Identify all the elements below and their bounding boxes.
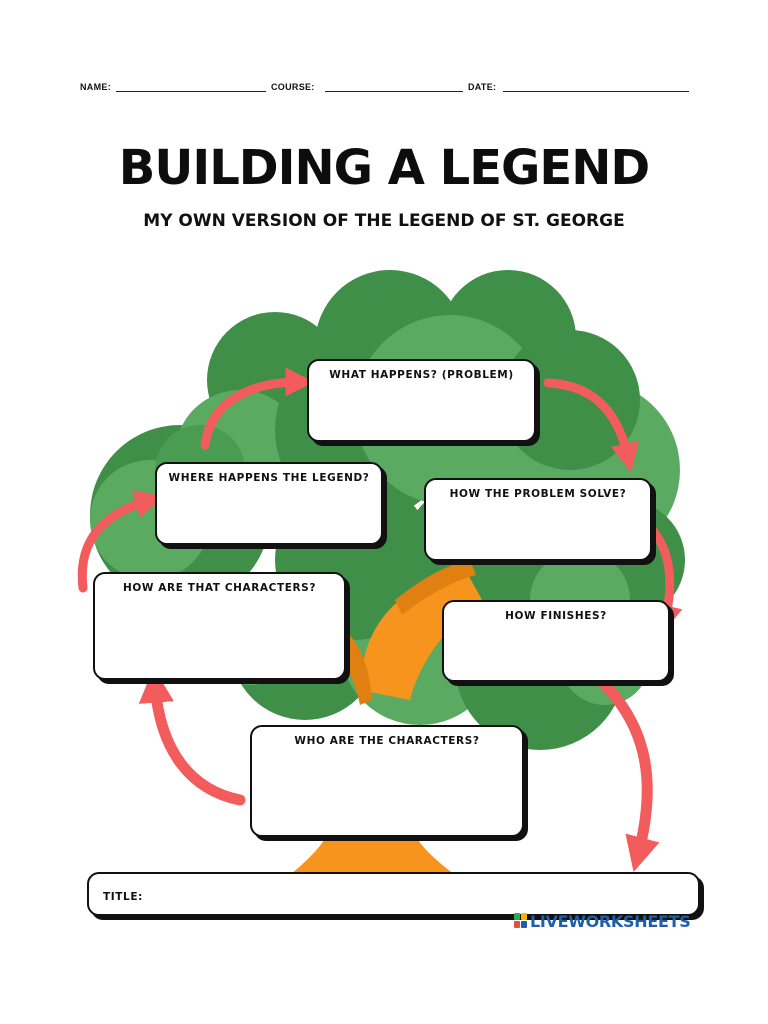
box-where-happens[interactable]: WHERE HAPPENS THE LEGEND? bbox=[155, 462, 383, 545]
name-label: NAME: bbox=[80, 82, 111, 92]
box-how-finishes[interactable]: HOW FINISHES? bbox=[442, 600, 670, 682]
course-line[interactable] bbox=[325, 91, 463, 92]
page-title: BUILDING A LEGEND bbox=[118, 140, 650, 196]
box-how-are-characters[interactable]: HOW ARE THAT CHARACTERS? bbox=[93, 572, 346, 680]
course-label: COURSE: bbox=[271, 82, 315, 92]
date-label: DATE: bbox=[468, 82, 497, 92]
arrow-icon bbox=[138, 667, 246, 806]
arrow-icon bbox=[200, 367, 315, 450]
arrow-icon bbox=[594, 674, 660, 873]
header-fields: NAME: COURSE: DATE: bbox=[80, 80, 692, 96]
box-label: WHO ARE THE CHARACTERS? bbox=[294, 735, 480, 747]
watermark-text: LIVEWORKSHEETS bbox=[530, 911, 691, 931]
box-what-happens[interactable]: WHAT HAPPENS? (PROBLEM) bbox=[307, 359, 536, 442]
box-problem-solve[interactable]: HOW THE PROBLEM SOLVE? bbox=[424, 478, 652, 561]
box-title[interactable]: TITLE: bbox=[87, 872, 700, 916]
logo-blocks-icon bbox=[514, 913, 528, 929]
arrow-icon bbox=[77, 490, 164, 593]
flow-arrows bbox=[77, 367, 683, 873]
date-line[interactable] bbox=[503, 91, 689, 92]
box-label: HOW FINISHES? bbox=[505, 610, 607, 622]
box-who-are-characters[interactable]: WHO ARE THE CHARACTERS? bbox=[250, 725, 524, 837]
box-label: HOW ARE THAT CHARACTERS? bbox=[122, 582, 317, 594]
title-label: TITLE: bbox=[103, 891, 143, 903]
page-subtitle: MY OWN VERSION OF THE LEGEND OF ST. GEOR… bbox=[143, 211, 625, 231]
box-label: HOW THE PROBLEM SOLVE? bbox=[449, 488, 627, 500]
box-label: WHERE HAPPENS THE LEGEND? bbox=[168, 472, 370, 484]
name-line[interactable] bbox=[116, 91, 266, 92]
arrow-icon bbox=[543, 378, 640, 473]
liveworksheets-logo: LIVEWORKSHEETS bbox=[514, 911, 691, 931]
box-label: WHAT HAPPENS? (PROBLEM) bbox=[329, 369, 514, 381]
